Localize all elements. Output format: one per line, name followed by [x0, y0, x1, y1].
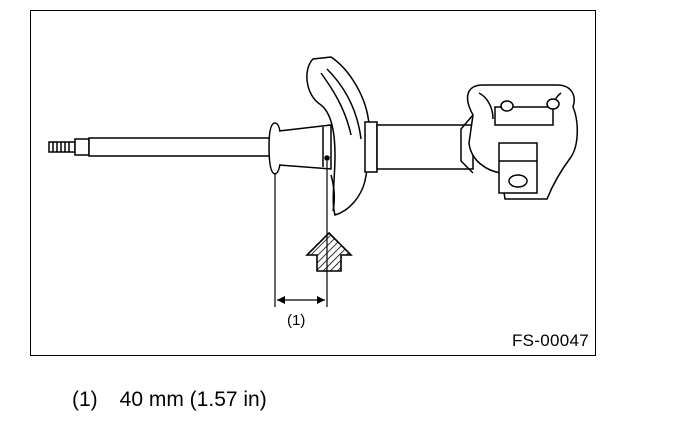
- figure-frame: (1) FS-00047: [30, 10, 596, 356]
- strut-assembly-drawing: [48, 56, 578, 307]
- shock-upper-body: [278, 124, 332, 170]
- piston-rod: [88, 137, 276, 157]
- collar-ring: [364, 121, 378, 173]
- rod-thread: [48, 138, 90, 156]
- legend-key: (1): [72, 388, 98, 411]
- figure-code-label: FS-00047: [511, 331, 589, 350]
- legend-row: (1) 40 mm (1.57 in): [72, 388, 267, 412]
- shock-lower-tube: [376, 124, 474, 170]
- measure-point: [324, 155, 330, 161]
- legend-value: 40 mm (1.57 in): [119, 388, 267, 411]
- hatched-up-arrow-icon: [305, 231, 353, 272]
- dimension-callout-label: (1): [287, 312, 306, 329]
